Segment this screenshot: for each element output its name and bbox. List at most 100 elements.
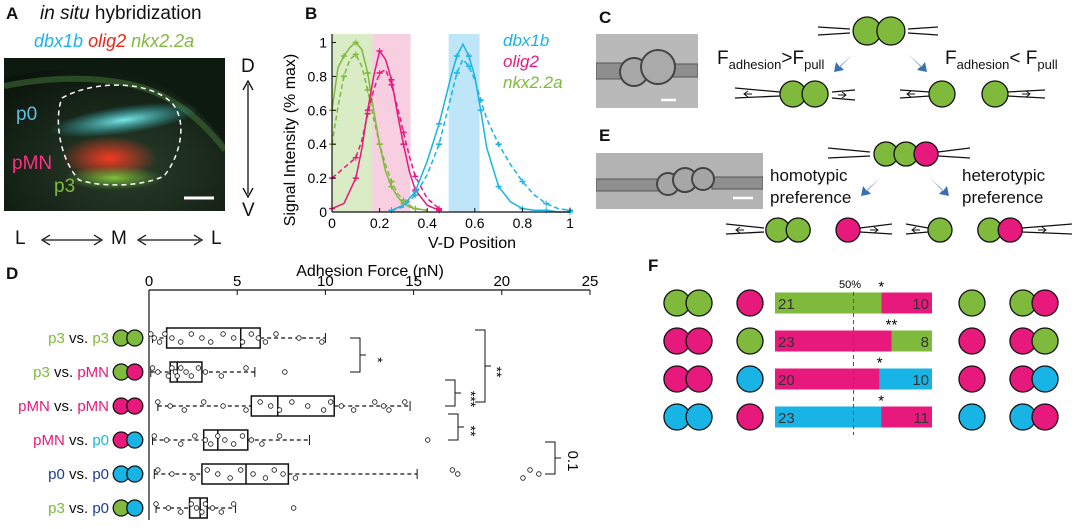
d-point-2-11 bbox=[320, 407, 327, 413]
b-x-tick-label-4: 0.8 bbox=[513, 215, 533, 231]
e-br-pull-right bbox=[1038, 226, 1047, 234]
axis-l1-label: L bbox=[15, 228, 26, 249]
d-point-4-10 bbox=[280, 471, 286, 477]
region-pmn-label: pMN bbox=[12, 153, 53, 174]
gene-olig2-label: olig2 bbox=[88, 31, 127, 51]
d-point-0-5 bbox=[178, 339, 184, 345]
d-point-3-8 bbox=[230, 441, 237, 447]
d-point-1-10 bbox=[202, 369, 209, 375]
d-significance-2: ** bbox=[489, 367, 505, 378]
panel-c-label: C bbox=[599, 8, 612, 27]
d-point-2-0 bbox=[155, 399, 161, 405]
panel-f-label: F bbox=[648, 256, 659, 275]
f-single-right-0 bbox=[958, 289, 986, 317]
d-tick-label-1: 5 bbox=[233, 273, 241, 290]
d-row-label-vs-3: vs. bbox=[65, 432, 93, 449]
d-tick-label-2: 10 bbox=[317, 273, 334, 290]
d-point-4-8 bbox=[262, 475, 269, 481]
e-bl-pull-right bbox=[870, 226, 879, 234]
f-pair-left-1 bbox=[663, 327, 713, 355]
e-bl-pipette-2 bbox=[725, 231, 765, 235]
f-bar-right-2 bbox=[879, 368, 932, 390]
f-pair-left-0-cell-2 bbox=[685, 289, 713, 317]
panel-a-title-italic: in situ bbox=[40, 3, 90, 24]
d-point-2-2 bbox=[181, 407, 187, 413]
f-value-right-0: 10 bbox=[912, 296, 929, 313]
b-x-tick-label-3: 0.6 bbox=[465, 215, 485, 231]
d-row-label-a-0: p3 bbox=[48, 330, 65, 347]
d-significance-4: 0.1 bbox=[564, 451, 581, 472]
d-point-5-4 bbox=[193, 505, 200, 511]
d-box-2 bbox=[250, 395, 335, 417]
d-point-4-15 bbox=[527, 467, 533, 473]
d-point-1-2 bbox=[165, 373, 172, 379]
d-point-0-12 bbox=[248, 331, 255, 337]
d-box-0 bbox=[165, 327, 261, 349]
b-y-tick-label-4: 0.8 bbox=[308, 68, 328, 84]
d-row-cells-3-cell-2 bbox=[126, 431, 144, 449]
b-x-tick-label-0: 0 bbox=[328, 215, 336, 231]
d-bracket-3 bbox=[448, 413, 459, 441]
c-br-pipette-left-1 bbox=[899, 89, 931, 93]
d-row-label-a-1: p3 bbox=[33, 364, 50, 381]
d-point-0-15 bbox=[273, 331, 279, 337]
d-significance-1: *** bbox=[463, 391, 479, 408]
d-row-5: p3 vs. p0 bbox=[48, 497, 297, 519]
d-row-label-1: p3 vs. pMN bbox=[33, 364, 109, 381]
d-row-label-vs-5: vs. bbox=[65, 500, 93, 517]
d-point-2-9 bbox=[289, 399, 295, 405]
e-bl-pull bbox=[735, 226, 744, 234]
c-bl-pipette-2 bbox=[734, 95, 781, 99]
d-row-cells-5 bbox=[112, 499, 144, 517]
c-left-condition: Fadhesion>Fpull bbox=[717, 48, 824, 72]
d-row-label-a-4: p0 bbox=[48, 466, 65, 483]
e-br-pipette-right-1 bbox=[1021, 223, 1073, 229]
b-legend-nkx22a: nkx2.2a bbox=[503, 73, 563, 92]
d-box-1 bbox=[169, 361, 203, 383]
c-bl-empty-arrow bbox=[838, 91, 847, 99]
d-point-5-3 bbox=[188, 501, 195, 507]
e-br-cell-pair-cell-2 bbox=[997, 217, 1023, 243]
d-point-2-5 bbox=[243, 407, 249, 413]
e-heterotypic-label: heterotypic bbox=[962, 166, 1046, 185]
b-x-tick-label-2: 0.4 bbox=[417, 215, 437, 231]
d-row-1: p3 vs. pMN bbox=[33, 361, 288, 383]
panel-d-label: D bbox=[6, 264, 19, 283]
d-point-3-2 bbox=[178, 441, 184, 447]
f-pair-left-0 bbox=[663, 289, 713, 317]
d-point-2-1 bbox=[167, 403, 173, 409]
b-x-tick-label-1: 0.2 bbox=[370, 215, 390, 231]
b-y-tick-label-2: 0.4 bbox=[308, 136, 328, 152]
c-bl-pull-arrow bbox=[743, 90, 752, 98]
f-midline-label: 50% bbox=[839, 279, 861, 291]
d-point-4-1 bbox=[169, 471, 175, 477]
e-right-caption: heterotypic preference bbox=[962, 165, 1045, 209]
c-top-pipette-right-1 bbox=[907, 26, 939, 30]
f-value-right-1: 8 bbox=[921, 334, 929, 351]
c-top-pipette-left-2 bbox=[817, 32, 851, 36]
gene-dbx1b-label: dbx1b bbox=[34, 31, 84, 51]
gene-nkx22a-label: nkx2.2a bbox=[131, 31, 195, 51]
d-point-3-3 bbox=[192, 433, 198, 439]
d-point-0-9 bbox=[220, 331, 226, 337]
region-p3-label: p3 bbox=[54, 176, 76, 197]
d-point-4-11 bbox=[292, 475, 299, 481]
f-bar-right-3 bbox=[881, 406, 932, 428]
e-top-pipette-right-2 bbox=[937, 155, 971, 159]
b-x-tick-label-5: 1 bbox=[566, 215, 574, 231]
d-row-cells-5-cell-2 bbox=[126, 499, 144, 517]
d-point-4-7 bbox=[250, 471, 256, 477]
f-stars-3: * bbox=[878, 393, 884, 410]
f-pair-right-3-cell-2 bbox=[1031, 403, 1059, 431]
d-row-label-5: p3 vs. p0 bbox=[48, 500, 109, 517]
d-row-label-0: p3 vs. p3 bbox=[48, 330, 109, 347]
f-single-right-2 bbox=[958, 365, 986, 393]
c-bl-empty-pipette-1 bbox=[831, 89, 856, 93]
d-point-3-10 bbox=[248, 437, 255, 443]
d-row-label-vs-2: vs. bbox=[50, 398, 78, 415]
d-point-3-12 bbox=[276, 433, 283, 439]
